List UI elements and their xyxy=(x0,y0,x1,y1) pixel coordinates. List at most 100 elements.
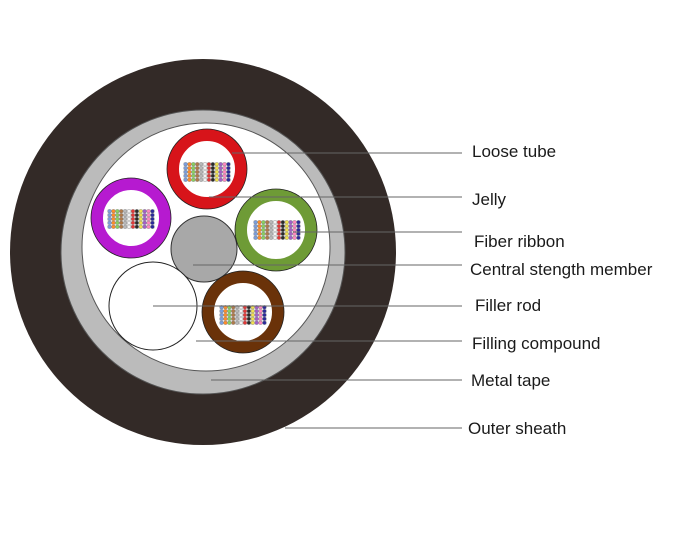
fiber xyxy=(119,220,124,225)
fiber xyxy=(183,173,188,178)
fiber xyxy=(203,169,208,175)
fiber xyxy=(134,213,139,218)
fiber xyxy=(227,320,232,325)
fiber xyxy=(130,220,135,225)
fiber xyxy=(258,316,263,321)
fiber xyxy=(195,162,200,167)
fiber xyxy=(239,312,244,318)
fiber-ribbon-stack xyxy=(219,305,267,325)
fiber xyxy=(218,169,223,175)
fiber xyxy=(265,224,270,229)
fiber xyxy=(138,224,143,229)
fiber xyxy=(223,320,228,325)
fiber xyxy=(134,209,139,214)
fiber xyxy=(150,209,155,214)
fiber xyxy=(138,209,143,214)
fiber xyxy=(223,316,228,321)
fiber xyxy=(111,213,116,218)
fiber xyxy=(276,224,281,229)
fiber xyxy=(276,227,281,233)
fiber xyxy=(239,320,244,325)
fiber xyxy=(150,224,155,229)
fiber xyxy=(111,224,116,229)
fiber xyxy=(223,309,228,314)
fiber xyxy=(123,216,128,222)
fiber xyxy=(235,312,240,318)
fiber xyxy=(246,312,251,318)
fiber xyxy=(123,213,128,218)
fiber xyxy=(261,227,266,233)
fiber xyxy=(223,312,228,318)
label-central-strength-member: Central stength member xyxy=(470,260,653,279)
fiber xyxy=(227,309,232,314)
fiber xyxy=(150,216,155,222)
fiber xyxy=(119,213,124,218)
fiber xyxy=(203,173,208,178)
fiber xyxy=(146,220,151,225)
fiber xyxy=(254,309,259,314)
fiber xyxy=(203,162,208,167)
fiber xyxy=(210,177,215,182)
fiber xyxy=(273,235,278,240)
fiber xyxy=(269,224,274,229)
fiber-ribbon-stack xyxy=(107,209,155,229)
fiber xyxy=(203,177,208,182)
fiber xyxy=(242,309,247,314)
fiber xyxy=(265,227,270,233)
fiber xyxy=(296,220,301,225)
fiber xyxy=(123,224,128,229)
fiber xyxy=(142,220,147,225)
fiber xyxy=(130,213,135,218)
fiber xyxy=(231,320,236,325)
fiber xyxy=(142,224,147,229)
fiber xyxy=(203,166,208,171)
fiber xyxy=(242,312,247,318)
fiber xyxy=(111,220,116,225)
label-jelly: Jelly xyxy=(472,190,507,209)
fiber xyxy=(146,216,151,222)
fiber xyxy=(253,220,258,225)
fiber xyxy=(222,166,227,171)
fiber xyxy=(134,216,139,222)
fiber xyxy=(269,227,274,233)
label-metal-tape: Metal tape xyxy=(471,371,550,390)
fiber xyxy=(226,169,231,175)
fiber xyxy=(119,224,124,229)
callout-labels: Loose tube Jelly Fiber ribbon Central st… xyxy=(468,142,653,438)
fiber xyxy=(253,227,258,233)
fiber xyxy=(115,213,120,218)
fiber xyxy=(288,224,293,229)
fiber xyxy=(206,169,211,175)
fiber xyxy=(269,220,274,225)
cable-body xyxy=(10,59,396,445)
label-outer-sheath: Outer sheath xyxy=(468,419,566,438)
fiber xyxy=(107,224,112,229)
fiber xyxy=(218,177,223,182)
label-fiber-ribbon: Fiber ribbon xyxy=(474,232,565,251)
fiber xyxy=(219,312,224,318)
fiber xyxy=(280,235,285,240)
fiber xyxy=(115,224,120,229)
fiber xyxy=(226,162,231,167)
fiber xyxy=(107,220,112,225)
fiber xyxy=(292,220,297,225)
fiber xyxy=(210,173,215,178)
fiber xyxy=(284,220,289,225)
fiber xyxy=(296,235,301,240)
tube-edge xyxy=(201,270,285,354)
fiber xyxy=(214,169,219,175)
fiber xyxy=(250,316,255,321)
fiber xyxy=(214,173,219,178)
fiber xyxy=(253,224,258,229)
fiber xyxy=(119,216,124,222)
fiber xyxy=(187,177,192,182)
fiber xyxy=(134,224,139,229)
fiber xyxy=(246,316,251,321)
fiber xyxy=(257,220,262,225)
fiber xyxy=(150,220,155,225)
fiber xyxy=(231,309,236,314)
label-loose-tube: Loose tube xyxy=(472,142,556,161)
loose-tube-purple xyxy=(90,177,172,259)
fiber xyxy=(250,320,255,325)
fiber xyxy=(250,309,255,314)
